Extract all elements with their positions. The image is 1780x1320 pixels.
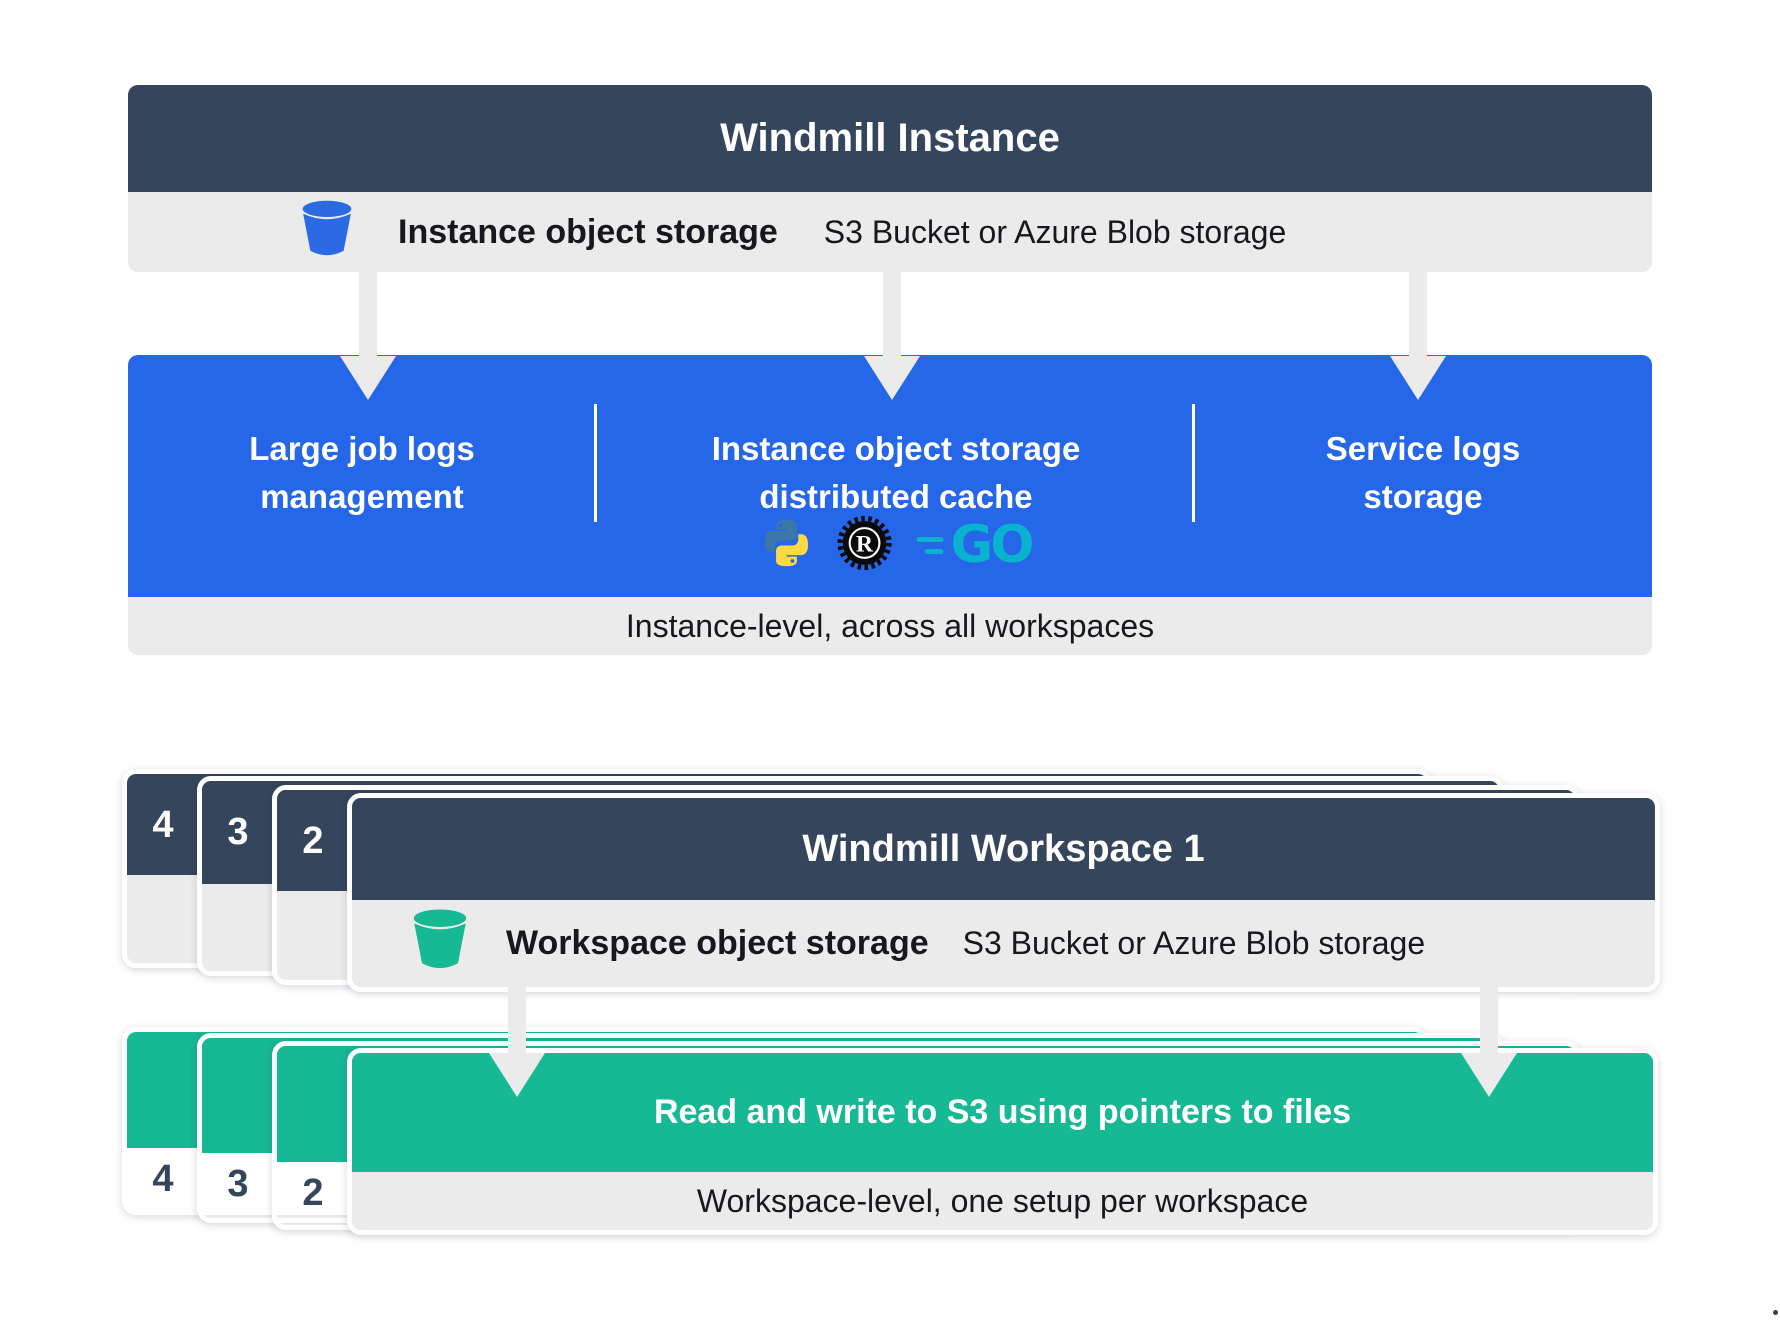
feature-service-logs: Service logs storage: [1325, 430, 1521, 515]
svg-text:R: R: [856, 531, 874, 557]
instance-storage-label: Instance object storage: [398, 212, 778, 251]
arrow-down-icon: [1461, 1053, 1517, 1097]
feature-large-job-logs: Large job logs management: [249, 430, 475, 515]
language-logos: R GO: [761, 515, 1034, 576]
s3-card-main: Read and write to S3 using pointers to f…: [347, 1048, 1658, 1235]
arrow-down-icon: [489, 1053, 545, 1097]
s3-footnote: Workspace-level, one setup per workspace: [696, 1182, 1309, 1219]
arrow-down-icon: [864, 356, 920, 400]
instance-card: Windmill Instance Instance object storag…: [128, 85, 1652, 272]
s3-stack-number: 4: [152, 1158, 174, 1200]
artifact-dot: [1773, 1310, 1778, 1315]
workspace-stack-number: 3: [227, 811, 249, 853]
instance-footnote: Instance-level, across all workspaces: [625, 607, 1155, 644]
workspace-storage-row: Workspace object storage S3 Bucket or Az…: [352, 900, 1655, 987]
workspace-storage-detail: S3 Bucket or Azure Blob storage: [962, 925, 1426, 961]
column-divider: [1192, 404, 1195, 522]
workspace-storage-label: Workspace object storage: [506, 924, 929, 962]
go-icon: GO: [916, 519, 1034, 571]
feature-distributed-cache: Instance object storage distributed cach…: [711, 430, 1081, 515]
instance-footnote-bar: Instance-level, across all workspaces: [128, 597, 1652, 655]
column-divider: [594, 404, 597, 522]
instance-title: Windmill Instance: [720, 116, 1060, 160]
workspace-title: Windmill Workspace 1: [802, 827, 1205, 870]
arrow-down-icon: [508, 985, 526, 1057]
workspace-card-header: Windmill Workspace 1: [352, 798, 1655, 900]
arrow-down-icon: [359, 272, 377, 358]
arrow-down-icon: [340, 356, 396, 400]
workspace-card-main: Windmill Workspace 1 Workspace object st…: [347, 793, 1660, 992]
s3-card-header: Read and write to S3 using pointers to f…: [352, 1053, 1653, 1172]
instance-storage-row: Instance object storage S3 Bucket or Azu…: [128, 192, 1652, 272]
instance-storage-detail: S3 Bucket or Azure Blob storage: [823, 213, 1287, 250]
instance-card-header: Windmill Instance: [128, 85, 1652, 192]
arrow-down-icon: [1390, 356, 1446, 400]
s3-title: Read and write to S3 using pointers to f…: [653, 1093, 1352, 1131]
s3-stack-number: 3: [227, 1163, 249, 1205]
python-icon: [761, 517, 813, 574]
s3-stack-number: 2: [302, 1172, 324, 1214]
s3-footnote-bar: Workspace-level, one setup per workspace: [352, 1172, 1653, 1230]
arrow-down-icon: [1480, 985, 1498, 1057]
bucket-icon: [410, 909, 470, 978]
workspace-stack-number: 4: [152, 804, 174, 846]
arrow-down-icon: [883, 272, 901, 358]
workspace-stack-number: 2: [302, 820, 324, 862]
rust-icon: R: [837, 515, 893, 576]
arrow-down-icon: [1409, 272, 1427, 358]
bucket-icon: [300, 199, 354, 266]
